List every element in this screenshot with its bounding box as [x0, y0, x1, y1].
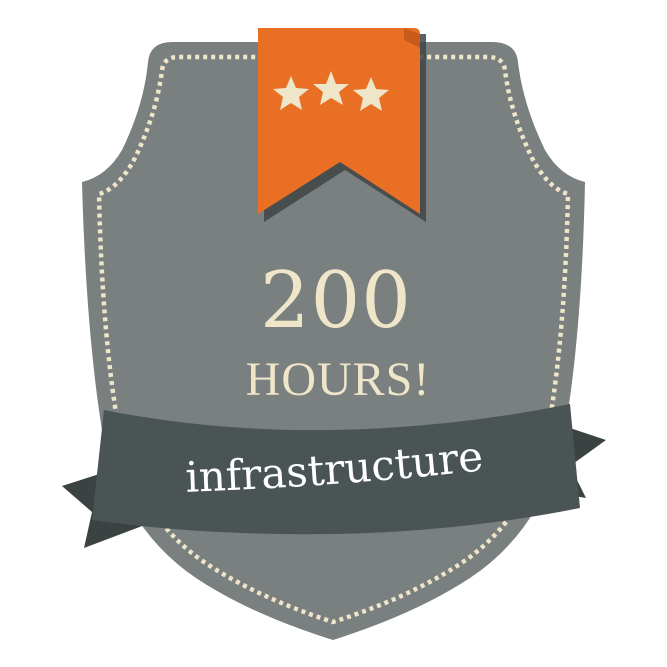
banner-ribbon: [92, 404, 580, 535]
badge-number: 200: [260, 256, 412, 346]
shield-stitch-border: [96, 54, 571, 625]
star-icon: [313, 71, 349, 105]
badge-unit-label: HOURS!: [246, 353, 431, 406]
bookmark-ribbon-fold: [404, 28, 420, 48]
bookmark-ribbon: [258, 28, 420, 214]
star-icon: [273, 76, 309, 110]
star-icon: [353, 77, 389, 111]
star-rating: [273, 71, 389, 111]
